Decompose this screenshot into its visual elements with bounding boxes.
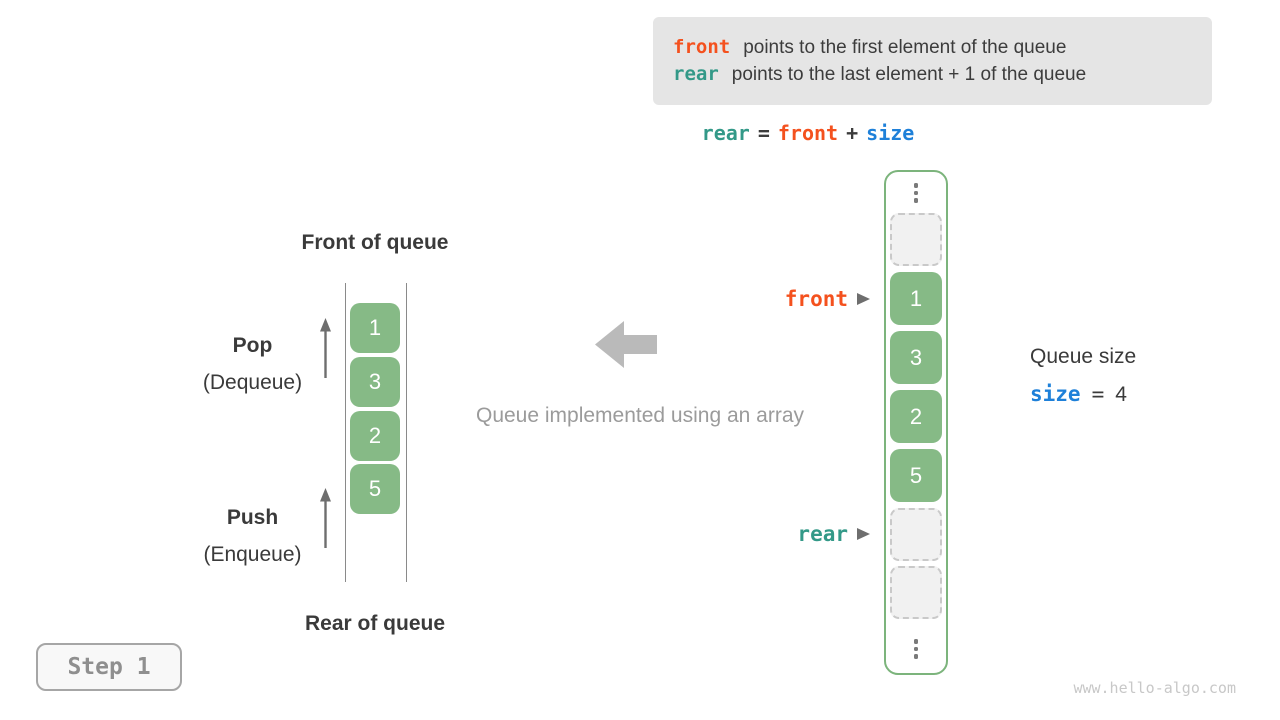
watermark: www.hello-algo.com	[1073, 679, 1236, 697]
pointer-definitions-box: front points to the first element of the…	[653, 17, 1212, 105]
enqueue-label: (Enqueue)	[203, 543, 302, 566]
dequeue-label: (Dequeue)	[202, 371, 303, 394]
queue-size-value-line: size = 4	[1030, 382, 1127, 407]
pop-up-arrow-icon	[318, 318, 333, 385]
ellipsis-top-icon	[884, 183, 948, 203]
front-pointer: front	[670, 285, 870, 313]
rear-of-queue-label: Rear of queue	[304, 612, 446, 635]
left-queue-cell: 2	[350, 411, 400, 461]
front-pointer-label: front	[784, 287, 848, 311]
front-pointer-arrow-icon	[857, 293, 870, 305]
front-of-queue-label: Front of queue	[301, 231, 449, 254]
diagram-caption: Queue implemented using an array	[475, 404, 805, 427]
array-value-cell: 3	[890, 331, 942, 384]
formula-front: front	[777, 121, 839, 145]
left-queue-cell: 5	[350, 464, 400, 514]
array-empty-cell	[890, 213, 942, 266]
pop-label: Pop	[232, 334, 273, 357]
channel-line-left	[345, 283, 346, 582]
left-arrow-icon	[595, 321, 657, 373]
array-value-cell: 2	[890, 390, 942, 443]
size-equals: =	[1091, 382, 1105, 406]
front-definition-text: points to the first element of the queue	[743, 37, 1067, 58]
formula-equals: =	[757, 121, 770, 145]
size-token: size	[1030, 382, 1081, 406]
rear-pointer-label: rear	[797, 522, 848, 546]
array-value-cell: 1	[890, 272, 942, 325]
formula-plus: +	[846, 121, 859, 145]
ellipsis-bottom-icon	[884, 639, 948, 659]
left-queue-cell: 3	[350, 357, 400, 407]
queue-size-title: Queue size	[1030, 345, 1137, 368]
array-value-cell: 5	[890, 449, 942, 502]
rear-definition-text: points to the last element + 1 of the qu…	[731, 64, 1087, 85]
step-badge: Step 1	[36, 643, 182, 691]
size-value: 4	[1115, 383, 1127, 406]
front-token: front	[673, 36, 731, 58]
rear-token: rear	[673, 63, 719, 85]
formula-size: size	[866, 121, 915, 145]
channel-line-right	[406, 283, 407, 582]
left-queue-cell: 1	[350, 303, 400, 353]
front-definition-line: front points to the first element of the…	[673, 36, 1212, 59]
array-empty-cell	[890, 566, 942, 619]
array-empty-cell	[890, 508, 942, 561]
rear-pointer: rear	[670, 520, 870, 548]
rear-definition-line: rear points to the last element + 1 of t…	[673, 63, 1212, 86]
push-label: Push	[226, 506, 279, 529]
rear-pointer-arrow-icon	[857, 528, 870, 540]
rear-formula: rear = front + size	[650, 121, 966, 145]
formula-rear: rear	[701, 121, 750, 145]
push-up-arrow-icon	[318, 488, 333, 555]
